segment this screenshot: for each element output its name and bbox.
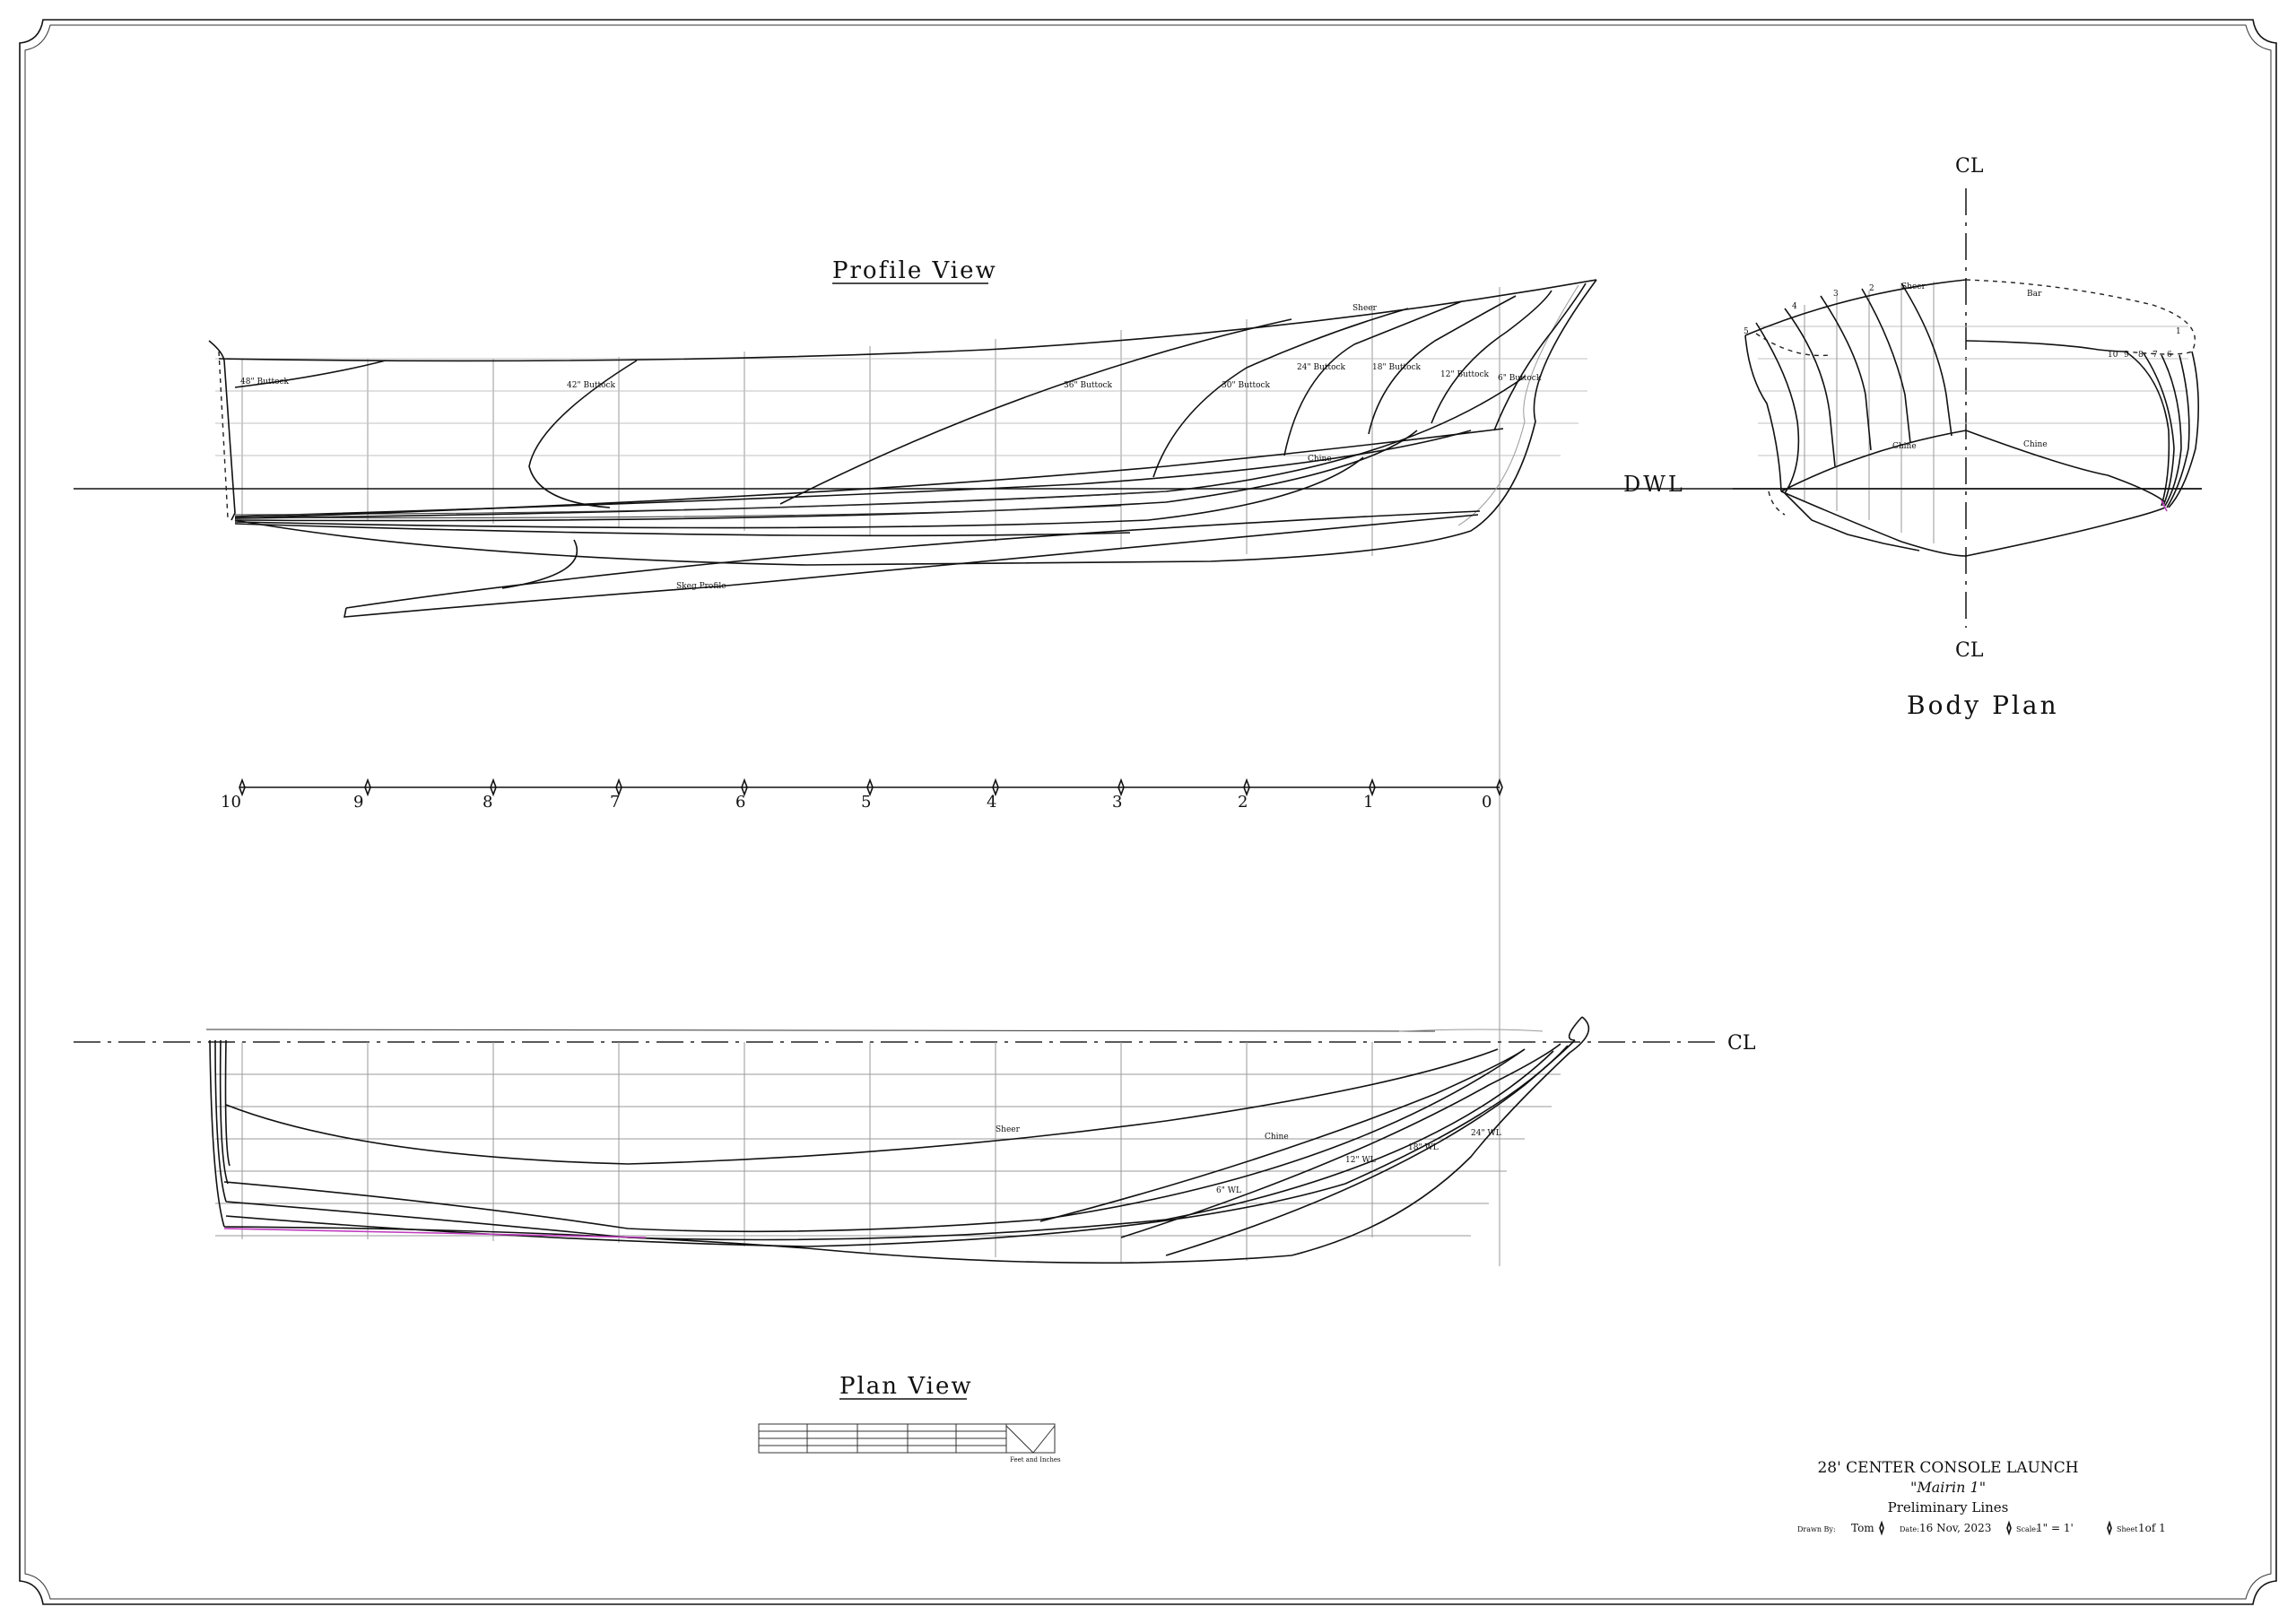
plan-grid [215, 1042, 1561, 1263]
plan-waterlines [223, 1016, 1583, 1256]
buttock-label: 6" Buttock [1498, 374, 1542, 383]
profile-buttocks [234, 282, 1587, 508]
buttock-label: 48" Buttock [240, 378, 290, 386]
profile-waterline-grid [215, 358, 1587, 456]
station-scale: 10 9 8 7 6 5 4 3 2 1 0 [221, 777, 1503, 812]
body-cl-bottom-label: CL [1955, 639, 1984, 662]
body-bar-label: Bar [2027, 290, 2042, 299]
plan-wl-label: 6" WL [1216, 1186, 1241, 1195]
dwl-label: DWL [1623, 472, 1685, 497]
transom [208, 340, 236, 521]
sheet-value: 1of 1 [2138, 1522, 2166, 1534]
sheer-line [218, 279, 1597, 362]
drawn-by-value: Tom [1851, 1522, 1874, 1534]
profile-sheer-label: Sheer [1352, 304, 1378, 313]
station-label: 10 [221, 793, 241, 812]
plan-cl-label: CL [1727, 1032, 1756, 1055]
station-label: 0 [1482, 793, 1492, 812]
title-block: 28' CENTER CONSOLE LAUNCH "Mairin 1" Pre… [1797, 1459, 2166, 1536]
station-ticks [239, 777, 1503, 797]
date-value: 16 Nov, 2023 [1919, 1522, 1991, 1534]
chine-line [234, 428, 1504, 519]
profile-chine-label: Chine [1308, 455, 1332, 464]
plan-view-title: Plan View [839, 1373, 973, 1400]
body-station-label: 2 [1869, 284, 1874, 293]
station-label: 4 [987, 793, 996, 812]
buttock-label: 12" Buttock [1440, 370, 1490, 379]
buttock-label: 42" Buttock [567, 381, 616, 390]
profile-view-title: Profile View [832, 257, 997, 284]
sheet-label: Sheet [2117, 1525, 2138, 1533]
plan-wl-label: 18" WL [1408, 1143, 1439, 1152]
stem [234, 279, 1597, 566]
body-station-label: 7 [2152, 351, 2158, 360]
body-station-label: 5 [1744, 327, 1749, 336]
plan-wl-label: 24" WL [1471, 1129, 1501, 1138]
profile-view: Sheer Chine Skeg Profile 48" Buttock 42"… [74, 257, 2202, 1266]
title-block-boat: "Mairin 1" [1910, 1479, 1986, 1496]
sheet-border [19, 19, 2277, 1605]
skeg-profile [345, 510, 1481, 609]
body-station-label: 3 [1833, 290, 1839, 299]
title-block-subtitle: Preliminary Lines [1888, 1499, 2009, 1515]
body-station-label: 1 [2176, 327, 2181, 336]
body-chine-label: Chine [1892, 442, 1917, 451]
body-station-numbers: 10 9 8 7 6 5 4 3 2 1 [1744, 284, 2181, 360]
body-station-label: 4 [1792, 302, 1797, 311]
body-sheer-label: Sheer [1901, 282, 1926, 291]
body-station-label: 10 [2108, 351, 2118, 360]
profile-skeg-label: Skeg Profile [676, 582, 726, 591]
buttock-label: 36" Buttock [1064, 381, 1113, 390]
body-station-label: 6 [2167, 351, 2172, 360]
date-label: Date: [1900, 1525, 1919, 1533]
station-label: 8 [483, 793, 492, 812]
plan-chine-label: Chine [1265, 1133, 1289, 1142]
body-cl-top-label: CL [1955, 155, 1984, 178]
buttock-label: 30" Buttock [1222, 381, 1271, 390]
body-forward-sections: Bar Chine [1965, 279, 2199, 557]
station-label: 3 [1112, 793, 1122, 812]
buttock-label: 18" Buttock [1372, 363, 1422, 372]
body-grid [1758, 282, 2188, 543]
body-aft-sections: Sheer Chine [1744, 279, 1967, 557]
plan-wl-label: 12" WL [1345, 1156, 1376, 1165]
scale-value: 1" = 1' [2036, 1522, 2074, 1534]
body-station-label: 9 [2124, 351, 2129, 360]
scale-bar: Feet and Inches [758, 1423, 1061, 1463]
station-label: 1 [1363, 793, 1373, 812]
title-block-name: 28' CENTER CONSOLE LAUNCH [1817, 1459, 2078, 1477]
station-label: 7 [610, 793, 620, 812]
profile-buttock-bottoms [234, 376, 1526, 537]
body-plan: CL CL [1733, 155, 2202, 720]
scale-bar-label: Feet and Inches [1010, 1456, 1061, 1463]
buttock-label: 24" Buttock [1297, 363, 1346, 372]
station-label: 2 [1238, 793, 1248, 812]
scale-label: Scale: [2016, 1525, 2039, 1533]
station-label: 6 [735, 793, 745, 812]
body-plan-title: Body Plan [1907, 690, 2059, 720]
station-label: 9 [353, 793, 363, 812]
station-label: 5 [861, 793, 871, 812]
body-chine-label: Chine [2023, 440, 2048, 449]
plan-view: CL [74, 1016, 1756, 1400]
plan-half-breadth [223, 1016, 1590, 1264]
body-station-label: 8 [2138, 351, 2144, 360]
profile-station-grid [241, 287, 1500, 1266]
plan-sheer-label: Sheer [996, 1125, 1021, 1134]
drawn-by-label: Drawn By: [1797, 1525, 1836, 1533]
